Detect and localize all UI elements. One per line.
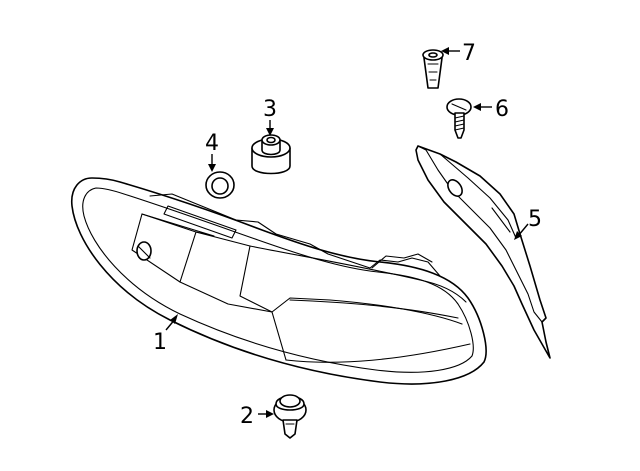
callout-1: 1 bbox=[153, 330, 167, 355]
push-pin-fastener[interactable] bbox=[273, 394, 307, 439]
callout-3: 3 bbox=[263, 97, 277, 122]
plastic-clip-nut[interactable] bbox=[422, 49, 444, 89]
washer[interactable] bbox=[205, 171, 235, 199]
callout-2: 2 bbox=[240, 404, 254, 429]
callout-6: 6 bbox=[495, 97, 509, 122]
leader-6 bbox=[473, 103, 492, 111]
callout-4: 4 bbox=[205, 131, 219, 156]
callout-7: 7 bbox=[462, 41, 476, 66]
leader-1 bbox=[165, 314, 178, 331]
screw[interactable] bbox=[446, 98, 472, 139]
leader-2 bbox=[258, 410, 274, 418]
mounting-bracket[interactable] bbox=[415, 145, 551, 359]
tail-lamp-assembly[interactable] bbox=[70, 177, 487, 385]
leader-4 bbox=[208, 154, 216, 172]
leader-7 bbox=[441, 47, 460, 55]
leader-3 bbox=[266, 120, 274, 136]
callout-5: 5 bbox=[528, 207, 542, 232]
leader-5 bbox=[514, 223, 529, 240]
mounting-nut[interactable] bbox=[251, 134, 291, 175]
